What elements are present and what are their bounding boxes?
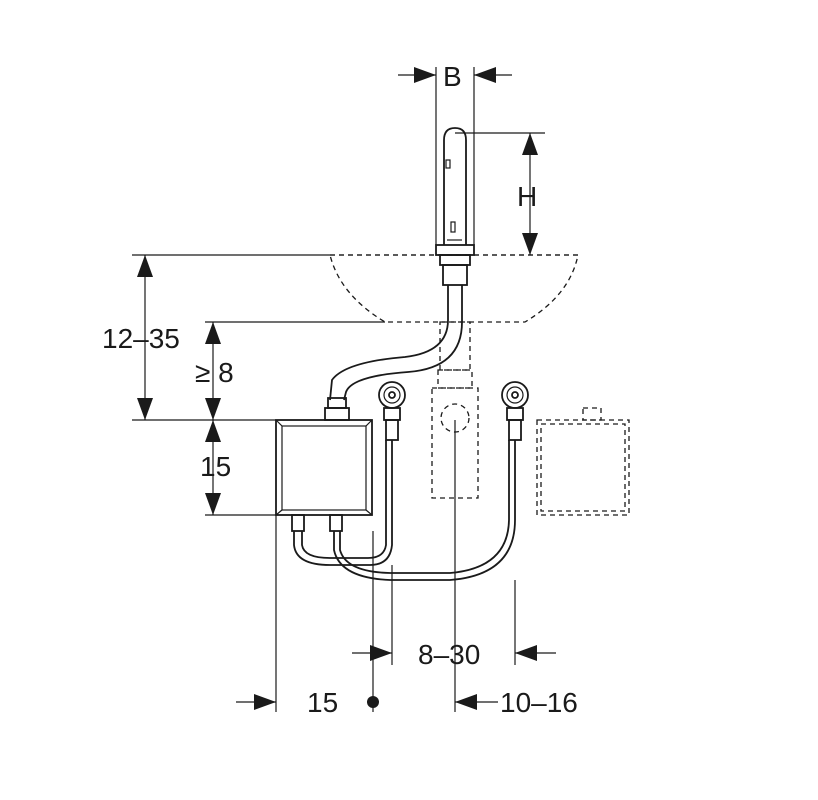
- dimension-b: [398, 67, 512, 245]
- dimension-min-clearance: [205, 321, 385, 420]
- dimension-box-offset: [236, 694, 379, 710]
- dimension-drain-offset-label: 10–16: [500, 687, 578, 718]
- dimension-box-height-label: 15: [200, 451, 231, 482]
- flex-hose: [329, 285, 463, 401]
- dimension-basin-height-label: 12–35: [102, 323, 180, 354]
- dimension-b-label: B: [443, 61, 462, 92]
- dimension-h: [455, 132, 545, 255]
- control-box: [275, 397, 373, 532]
- dimension-min-clearance-label: ≥ 8: [195, 357, 234, 388]
- washbasin-outline: [329, 254, 579, 323]
- dimension-drain-offset: [455, 694, 498, 710]
- angle-valve-left: [378, 381, 406, 441]
- dimension-basin-height: [132, 254, 330, 421]
- dimension-box-height: [205, 420, 276, 516]
- angle-valve-right: [501, 381, 529, 441]
- faucet-spout: [435, 127, 475, 286]
- alternative-box-position: [536, 407, 630, 516]
- dimension-pipe-spacing-label: 8–30: [418, 639, 480, 670]
- dimension-h-label: H: [517, 181, 537, 212]
- dimension-pipe-spacing: [352, 645, 556, 661]
- dimension-box-offset-label: 15: [307, 687, 338, 718]
- box-hoses: [293, 440, 516, 581]
- extension-lines: [275, 420, 516, 712]
